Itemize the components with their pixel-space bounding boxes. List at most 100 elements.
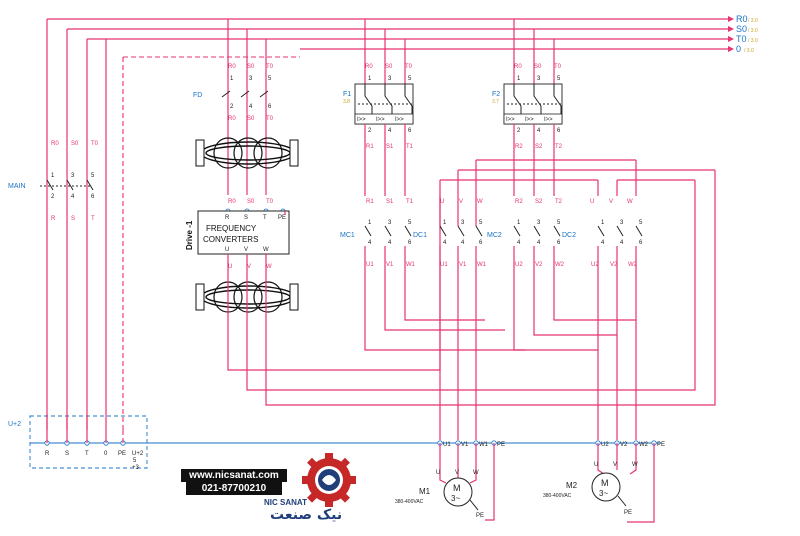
m2-pin-u: U <box>594 462 598 468</box>
f1-term-s0: S0 <box>385 64 393 70</box>
f2-num-3: 3 <box>537 76 541 82</box>
dc2-num-b1: 4 <box>601 240 605 246</box>
brand-name-fa: نیک صنعت <box>270 507 343 523</box>
mc2-num-b1: 4 <box>517 240 521 246</box>
dc1-in-v: V <box>459 199 463 205</box>
term-m1-pe: PE <box>497 442 505 448</box>
m2-pe: PE <box>624 510 632 516</box>
dc2-out-v2: V2 <box>610 262 618 268</box>
f2-ref: 3.7 <box>492 99 499 105</box>
dc1-out-w1: W1 <box>477 262 487 268</box>
mc2-in-r2: R2 <box>515 199 523 205</box>
dc1-out-u1: U1 <box>440 262 448 268</box>
mc1-label: MC1 <box>340 232 355 239</box>
f1-trip-1: I>> <box>357 117 366 123</box>
dc1-num-5: 5 <box>479 220 483 226</box>
f1-num-3: 3 <box>388 76 392 82</box>
breaker-f2: R0 S0 T0 1 3 5 I>> I>> I>> 2 4 6 R2 S2 T… <box>503 19 563 196</box>
f2-label: F2 <box>492 91 500 98</box>
gear-logo-icon <box>302 453 356 507</box>
mc1-out-u1: U1 <box>366 262 374 268</box>
f2-num-4: 4 <box>537 128 541 134</box>
mc2-num-1: 1 <box>517 220 521 226</box>
mc1-num-5: 5 <box>408 220 412 226</box>
f1-ref: 3.8 <box>343 99 350 105</box>
bus-arrows <box>728 16 734 52</box>
term-pin-0: 0 <box>104 451 108 457</box>
drive-label: Drive -1 <box>185 220 194 250</box>
mc1-num-3: 3 <box>388 220 392 226</box>
motor-m2: U V W M 3~ PE <box>591 443 638 516</box>
contactor-dc2: U V W 1 3 5 4 4 6 U2 V2 W2 <box>590 199 643 440</box>
dc2-label: DC2 <box>562 232 576 239</box>
contactor-dc1: U V W 1 3 5 4 4 6 U1 V1 W1 <box>439 196 487 440</box>
f1-out-t1: T1 <box>406 144 414 150</box>
term-extra-2: 5 <box>133 458 137 464</box>
term-m2-u2: U2 <box>601 442 609 448</box>
mc1-out-w1: W1 <box>406 262 416 268</box>
main-term-s0: S0 <box>71 141 79 147</box>
term-extra-1: U+2 <box>132 451 144 457</box>
load-choke-bottom <box>195 281 299 313</box>
main-term-t0: T0 <box>91 141 99 147</box>
bus-label-t0: T0 <box>736 34 747 44</box>
f2-out-s2: S2 <box>535 144 543 150</box>
main-num-1: 1 <box>51 173 55 179</box>
brand-website: www.nicsanat.com <box>181 469 287 482</box>
dc1-num-3: 3 <box>461 220 465 226</box>
mc1-out-v1: V1 <box>386 262 394 268</box>
mc2-num-b3: 6 <box>557 240 561 246</box>
dc1-out-v1: V1 <box>459 262 467 268</box>
bus-ref-s0: / 3.0 <box>748 28 758 34</box>
terminal-label: U+2 <box>8 421 21 428</box>
m2-symbol: M <box>601 478 609 488</box>
term-m2-v2: V2 <box>620 442 628 448</box>
term-m2-pe: PE <box>657 442 665 448</box>
drive-pin-pe: PE <box>278 215 286 221</box>
main-label: MAIN <box>8 183 26 190</box>
mc1-num-b3: 6 <box>408 240 412 246</box>
drive-term-w: W <box>266 264 272 270</box>
term-m1-w1: W1 <box>479 442 489 448</box>
drive-in-r0: R0 <box>228 199 236 205</box>
m1-symbol: M <box>453 483 461 493</box>
dc2-out-u2: U2 <box>591 262 599 268</box>
m2-phase: 3~ <box>599 489 608 498</box>
drive-title-2: CONVERTERS <box>203 235 258 244</box>
drive-term-v: V <box>247 264 251 270</box>
term-pin-t: T <box>85 451 89 457</box>
f2-num-5: 5 <box>557 76 561 82</box>
main-out-r: R <box>51 216 56 222</box>
m1-pin-v: V <box>455 470 459 476</box>
fd-num-6: 6 <box>268 104 272 110</box>
m1-rating: 380-400VAC <box>395 499 424 505</box>
f2-out-t2: T2 <box>555 144 563 150</box>
mc1-in-s1: S1 <box>386 199 394 205</box>
f2-num-6: 6 <box>557 128 561 134</box>
drive-title-1: FREQUENCY <box>206 224 257 233</box>
bus-label-zero: 0 <box>736 44 741 54</box>
drive-column: R0 S0 T0 1 3 5 2 4 6 R0 S0 T0 <box>221 19 274 195</box>
main-num-2: 2 <box>51 194 55 200</box>
dc1-num-b3: 6 <box>479 240 483 246</box>
drive-out-u: U <box>225 247 229 253</box>
f2-trip-1: I>> <box>506 117 515 123</box>
f2-trip-2: I>> <box>525 117 534 123</box>
m2-pin-w: W <box>632 462 638 468</box>
mc2-out-v2: V2 <box>535 262 543 268</box>
f2-num-1: 1 <box>517 76 521 82</box>
fd-out-s0: S0 <box>247 116 255 122</box>
breaker-f1: R0 S0 T0 1 3 5 I>> I>> I>> 2 4 6 R1 S1 T… <box>354 19 414 196</box>
f1-num-4: 4 <box>388 128 392 134</box>
mc2-out-u2: U2 <box>515 262 523 268</box>
dc1-label: DC1 <box>413 232 427 239</box>
dc1-num-b1: 4 <box>443 240 447 246</box>
line-choke-top <box>195 137 299 169</box>
term-m1-v1: V1 <box>461 442 469 448</box>
drive-pin-s: S <box>244 215 248 221</box>
f1-out-r1: R1 <box>366 144 374 150</box>
fd-term-r0: R0 <box>228 64 236 70</box>
f2-num-2: 2 <box>517 128 521 134</box>
f2-trip-3: I>> <box>544 117 553 123</box>
brand-phone: 021-87700210 <box>186 482 282 495</box>
